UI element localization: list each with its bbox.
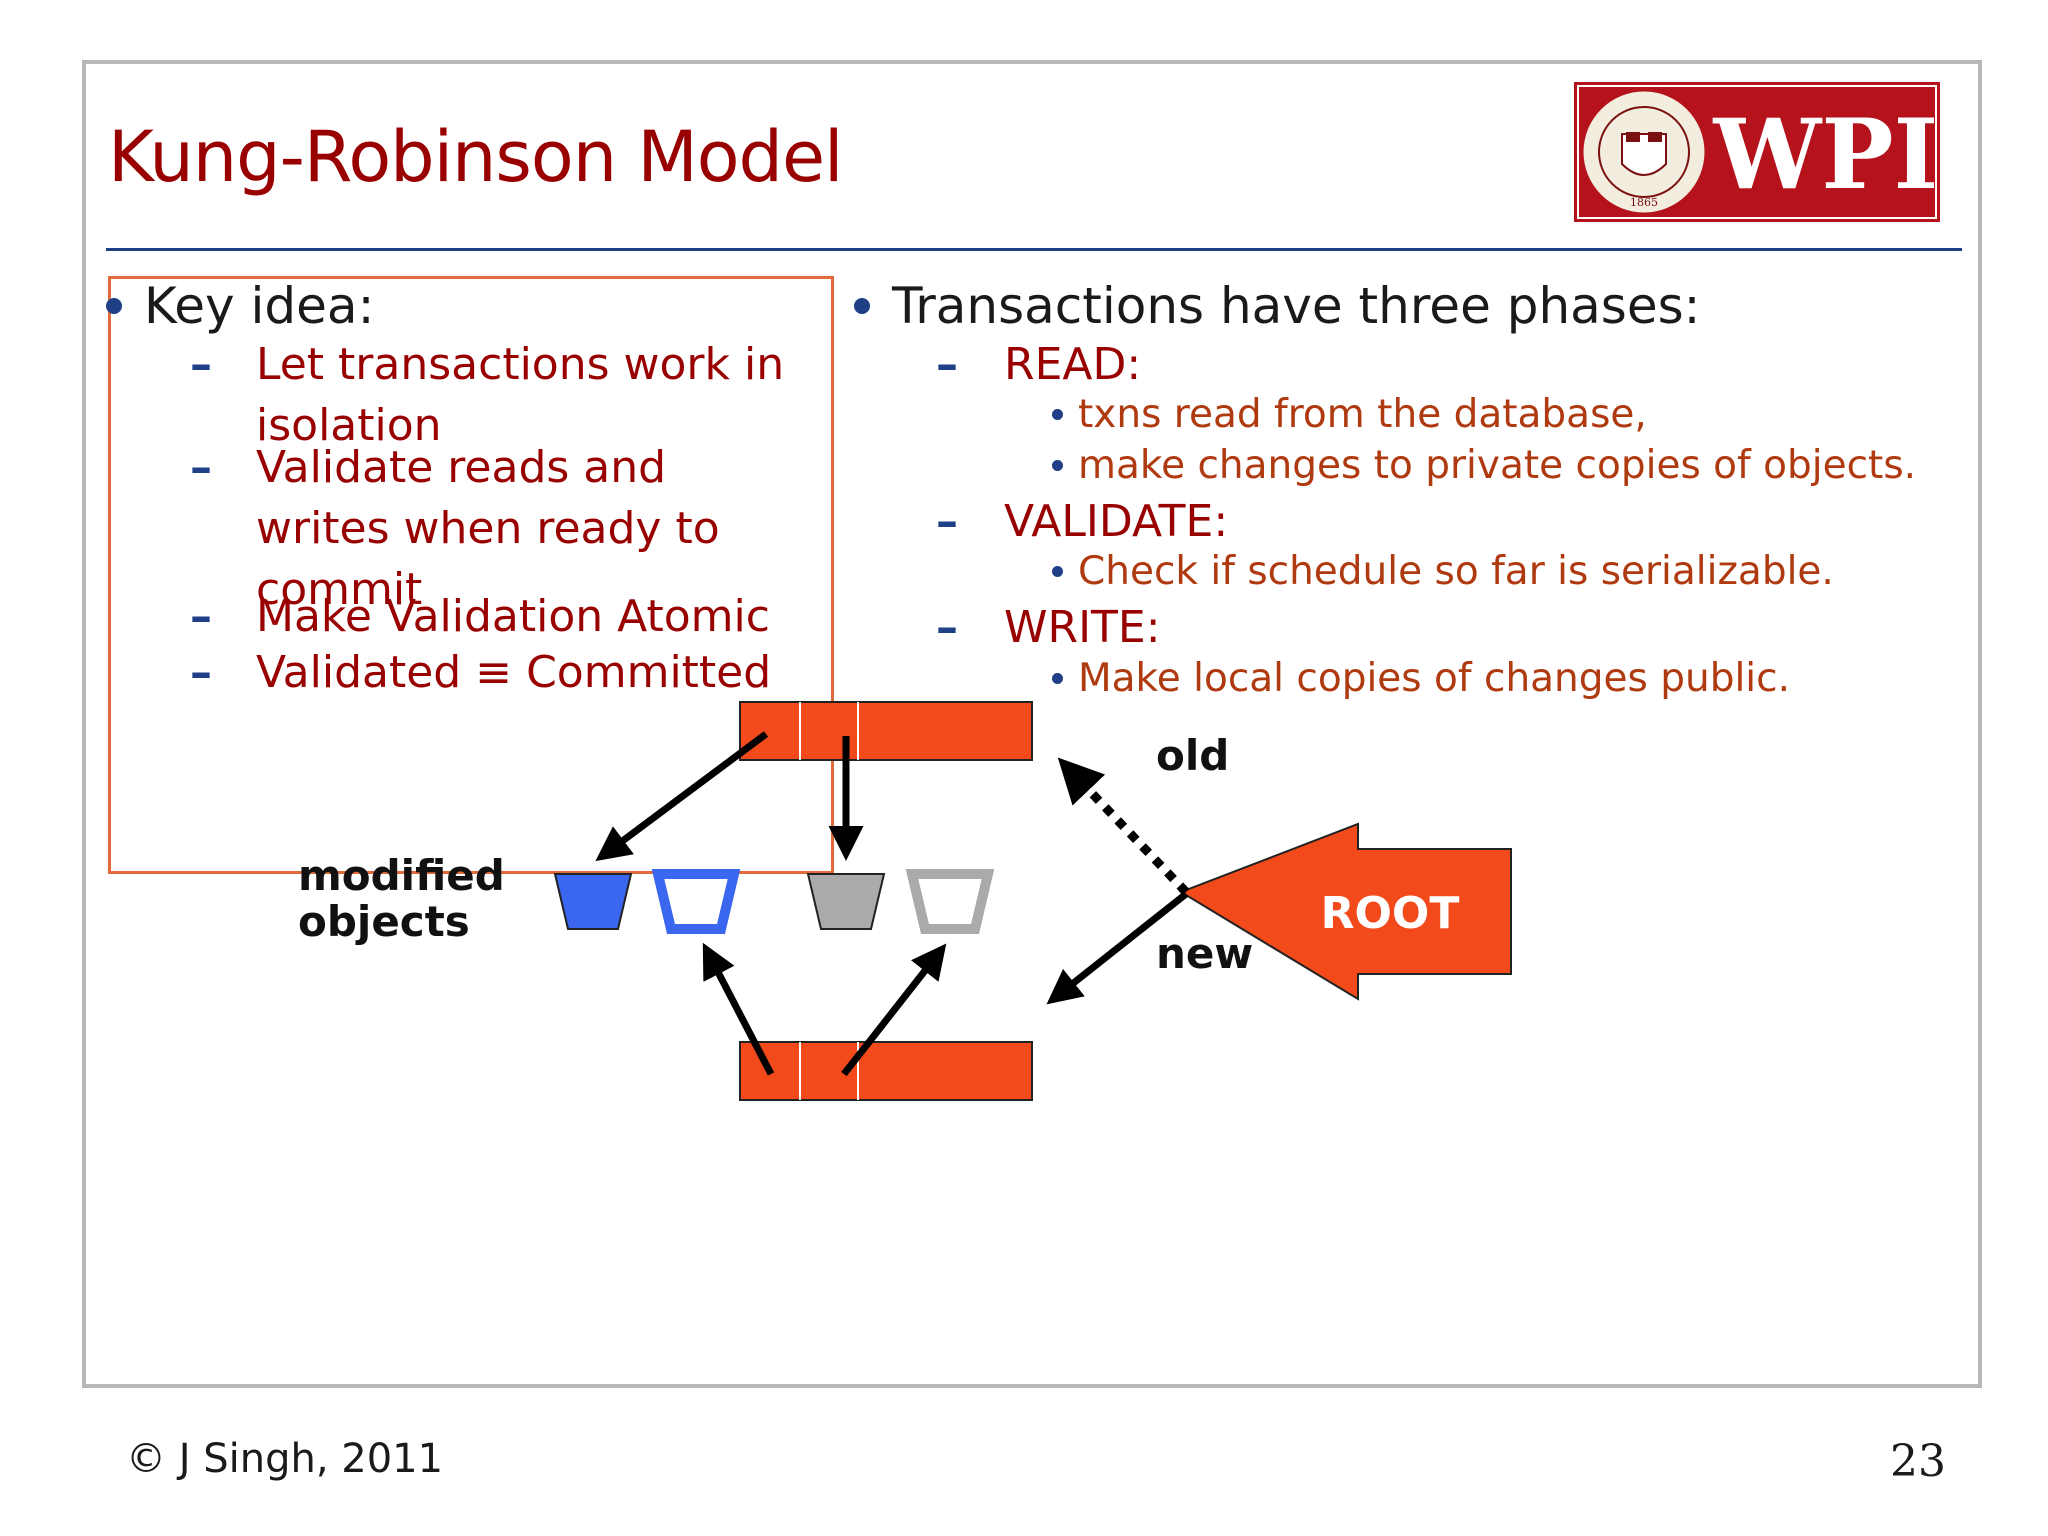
dash-marker: – <box>190 442 212 493</box>
arrow-new-to-gray-outline <box>841 943 947 1077</box>
old-label: old <box>1156 731 1229 780</box>
root-label: ROOT <box>1321 888 1460 939</box>
phase-read-item-1: txns read from the database, <box>1078 392 1647 437</box>
new-page-table <box>739 1041 1033 1101</box>
logo-wordmark: WPI <box>1713 98 1939 211</box>
dash-marker: – <box>936 602 958 653</box>
dash-marker: – <box>936 496 958 547</box>
object-blue-filled <box>553 873 633 930</box>
key-idea-item-3: Make Validation Atomic <box>256 591 770 642</box>
slide: Kung-Robinson Model 1865 WPI Key idea: –… <box>82 60 1982 1388</box>
dash-marker: – <box>190 647 212 698</box>
key-idea-item-4: Validated ≡ Committed <box>256 647 772 698</box>
dash-marker: – <box>190 339 212 390</box>
bullet-icon <box>106 297 122 314</box>
object-blue-outline <box>651 869 741 934</box>
wpi-logo: 1865 WPI <box>1574 82 1940 222</box>
root-arrow <box>1178 822 1512 1001</box>
old-pointer-arrow <box>1057 757 1190 896</box>
sub-bullet-icon <box>1052 409 1063 420</box>
svg-text:1865: 1865 <box>1630 196 1658 209</box>
sub-bullet-icon <box>1052 566 1063 577</box>
phase-read-label: READ: <box>1004 339 1142 390</box>
old-page-table <box>739 701 1033 761</box>
arrow-new-to-blue-outline <box>702 942 775 1076</box>
bullet-icon <box>854 297 870 314</box>
new-label: new <box>1156 929 1253 978</box>
object-gray-filled <box>806 873 886 930</box>
phase-read-item-2: make changes to private copies of object… <box>1078 443 1917 488</box>
key-idea-box <box>108 276 834 874</box>
page-number: 23 <box>1890 1436 1946 1487</box>
phase-validate-label: VALIDATE: <box>1004 496 1229 547</box>
objects-label: objects <box>298 897 470 946</box>
dash-marker: – <box>936 339 958 390</box>
key-idea-heading: Key idea: <box>106 276 374 336</box>
copyright-footer: © J Singh, 2011 <box>126 1436 444 1482</box>
phases-heading: Transactions have three phases: <box>854 276 1701 336</box>
slide-title: Kung-Robinson Model <box>108 116 843 198</box>
phase-write-item-1: Make local copies of changes public. <box>1078 656 1790 701</box>
new-pointer-arrow <box>1046 891 1189 1005</box>
shadow-paging-diagram: ROOT old new modified objects <box>298 701 1512 1101</box>
dash-marker: – <box>190 591 212 642</box>
modified-label: modified <box>298 851 505 900</box>
object-gray-outline <box>905 869 995 934</box>
title-divider <box>106 248 1962 251</box>
phase-validate-item-1: Check if schedule so far is serializable… <box>1078 549 1834 594</box>
arrow-old-to-blue <box>595 731 769 862</box>
phase-write-label: WRITE: <box>1004 602 1161 653</box>
sub-bullet-icon <box>1052 460 1063 471</box>
sub-bullet-icon <box>1052 673 1063 684</box>
